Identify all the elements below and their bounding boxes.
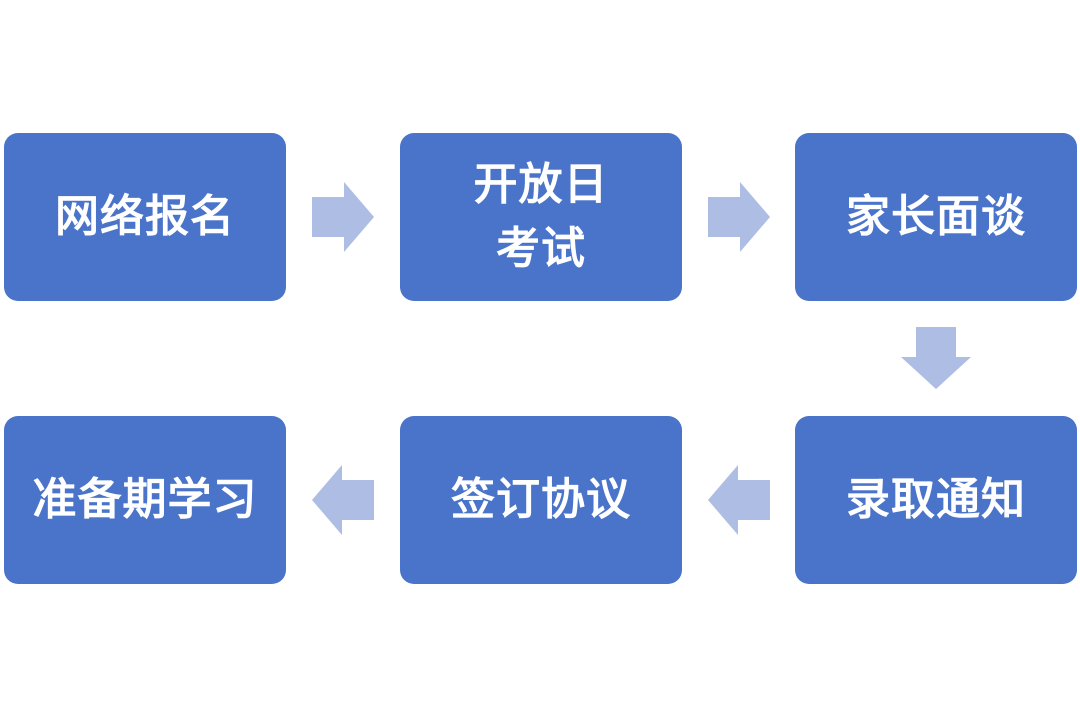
step-label: 准备期学习 <box>32 474 258 525</box>
step-label: 网络报名 <box>55 191 235 242</box>
arrow-down-icon <box>901 327 971 389</box>
arrow-left-icon <box>312 465 374 535</box>
step-preparatory-study: 准备期学习 <box>4 416 286 584</box>
step-label: 录取通知 <box>846 474 1026 525</box>
step-label: 家长面谈 <box>846 191 1026 242</box>
step-label-line-1: 开放日 <box>473 159 609 210</box>
step-label-line-2: 考试 <box>496 223 586 274</box>
step-sign-agreement: 签订协议 <box>400 416 682 584</box>
arrow-right-icon <box>312 182 374 252</box>
step-admission-notice: 录取通知 <box>795 416 1077 584</box>
arrow-left-icon <box>708 465 770 535</box>
step-open-day-exam: 开放日 考试 <box>400 133 682 301</box>
step-label: 签订协议 <box>451 474 631 525</box>
step-parent-interview: 家长面谈 <box>795 133 1077 301</box>
step-online-registration: 网络报名 <box>4 133 286 301</box>
arrow-right-icon <box>708 182 770 252</box>
